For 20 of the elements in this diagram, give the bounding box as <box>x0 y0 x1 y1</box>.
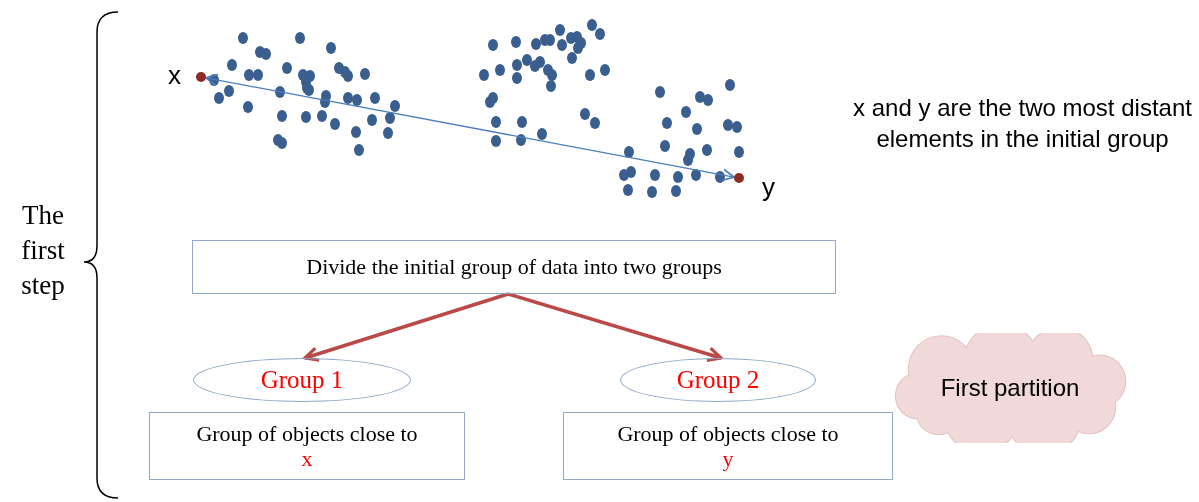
box-text: Divide the initial group of data into two groups <box>306 254 722 280</box>
variable-name: y <box>722 446 734 472</box>
point-marker <box>196 72 206 82</box>
process-box <box>192 240 836 294</box>
point-label: y <box>762 174 775 200</box>
box-text: Group of objects close to <box>617 420 839 446</box>
point-label: x <box>168 62 181 88</box>
annotation-text: x and y are the two most distant elements in the initial group <box>852 93 1193 155</box>
arrow <box>303 292 509 362</box>
step-label: The first step <box>20 199 66 303</box>
group-title: Group 1 <box>260 365 344 395</box>
description-box <box>149 412 465 480</box>
arrow <box>507 292 723 363</box>
point-marker <box>734 173 744 183</box>
variable-name: x <box>301 446 313 472</box>
cloud-text: First partition <box>939 374 1081 402</box>
box-text: Group of objects close to <box>196 420 418 446</box>
description-box <box>563 412 893 480</box>
group-title: Group 2 <box>676 365 760 395</box>
arrow <box>205 73 735 182</box>
